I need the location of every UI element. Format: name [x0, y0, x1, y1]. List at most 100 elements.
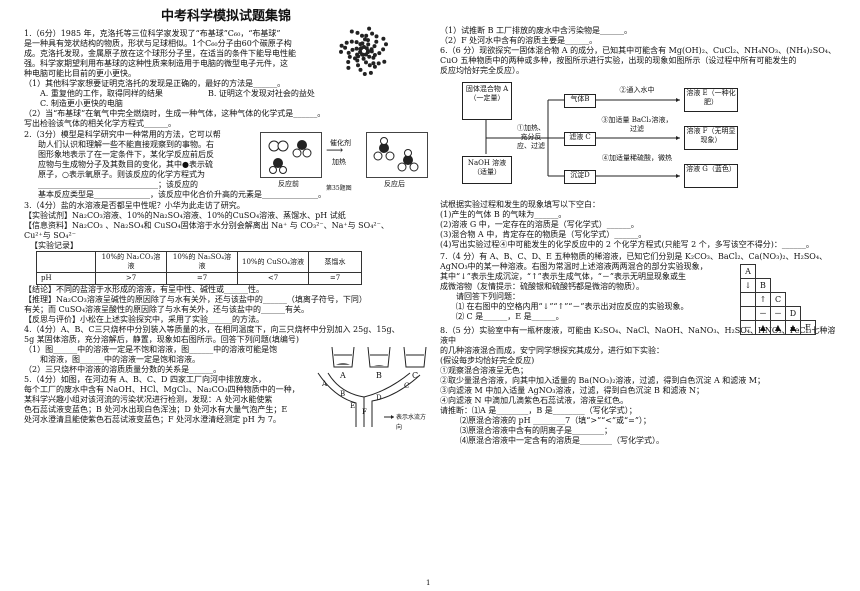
beaker-label: C [412, 371, 419, 380]
q7-stem: AgNO₃中的某一种溶液。右图为常温时上述溶液两两混合的部分实验现象， [440, 262, 708, 271]
carbon-atom-dot [359, 46, 364, 51]
catalyst-label: 催化剂 [330, 139, 351, 147]
q1-sub2: （2）当“布基球”在氧气中完全燃烧时，生成一种气体，这种气体的化学式是_____… [24, 109, 326, 118]
product-molecules-icon [373, 137, 419, 172]
q1-stem: 是一种具有笼状结构的物质，形状与足球相似。1个C₆₀分子由60个碳原子构 [24, 39, 292, 48]
carbon-atom-dot [355, 30, 360, 35]
carbon-atom-dot [344, 40, 349, 45]
grid-cell [786, 293, 801, 307]
grid-cell: D [785, 306, 801, 321]
table-header: 10%的 Na₂CO₃溶液 [95, 251, 167, 273]
q4-stem: 5g 某固体溶质，充分溶解后，静置，现象如右图所示。回答下列问题(填编号) [24, 335, 299, 344]
carbon-atom-dot [356, 63, 360, 68]
step-2-label: ②通入水中 [619, 86, 655, 94]
buckyball-image [339, 26, 388, 76]
q1-stem: 成。克洛托发现，金属原子放在这个球形分子里，在适当的条件下能导电性能 [24, 49, 296, 58]
grid-cell: ▲ [755, 320, 771, 335]
carbon-atom-dot [362, 72, 367, 76]
carbon-atom-dot [377, 51, 382, 56]
step-3-label: ③加适量 BaCl₂溶液，过滤 [601, 116, 673, 133]
q4-sub1: （1）图______中的溶液一定是不饱和溶液，图______中的溶液可能是饱 [24, 345, 278, 354]
box-solid-a: 固体混合物 A（一定量） [462, 82, 512, 120]
grid-cell: E [800, 320, 816, 335]
before-label: 反应前 [278, 180, 299, 188]
table-cell: pH [36, 272, 96, 285]
grid-cell [801, 279, 816, 293]
grid-cell [801, 307, 816, 321]
q2-stem: 2.（3分）模型是科学研究中一种常用的方法，它可以帮 [24, 130, 221, 139]
figure-caption: 第35题图 [326, 185, 352, 192]
carbon-atom-dot [366, 42, 371, 47]
map-label-e: E [350, 402, 356, 410]
carbon-atom-dot [384, 42, 388, 47]
flowchart-lines [485, 98, 680, 178]
grid-cell [771, 279, 786, 293]
grid-row: －－D [740, 306, 816, 321]
carbon-atom-dot [343, 45, 348, 50]
q5-stem: 每个工厂的废水中含有 NaOH、HCl、MgCl₂、Na₂CO₃四种物质中的一种… [24, 385, 300, 394]
map-label-d: D [376, 394, 382, 402]
question-2: 2.（3分）模型是科学研究中一种常用的方法，它可以帮 助人们认识和理解一些不能直… [24, 130, 428, 200]
step-1-label: ①加热、充分反应、过滤 [517, 124, 545, 150]
question-3: 3.（4分）盐的水溶液是否都呈中性呢？小华为此走访了研究。 【实验试剂】Na₂C… [24, 201, 428, 325]
carbon-atom-dot [349, 39, 354, 44]
q2-stem: 原子，○表示氧原子。则该反应的化学方程式为 [38, 170, 205, 179]
q5-stem: 处河水澄清且能使紫色石蕊试液变蓝色；F 处河水澄清经测定 pH 为 7。 [24, 415, 281, 424]
carbon-atom-dot [363, 37, 367, 42]
grid-cell: ▲ [785, 320, 801, 335]
grid-row: ↓B [740, 278, 816, 293]
q8-stem: 的几种溶液混合而成，安宁同学想探究其成分，进行如下实验： [440, 346, 664, 355]
q1-option-a: A. 重复他的工作，取得同样的结果 [40, 89, 163, 98]
carbon-atom-dot [360, 41, 365, 46]
q3-reagents: 【实验试剂】Na₂CO₃溶液、10%的Na₂SO₄溶液、10%的CuSO₄溶液、… [24, 211, 346, 220]
carbon-atom-dot [346, 60, 351, 64]
q2-stem: 助人们认识和理解一些不能直接观察到的事物。右 [38, 140, 214, 149]
box-solution-e: 溶液 E（一种化肥） [684, 88, 738, 112]
q2-stem: 图形象地表示了在一定条件下，某化学反应前后反 [38, 150, 214, 159]
q2-stem: 应物与生成物分子及其数目的变化，其中●表示硫 [38, 160, 213, 169]
q6-stem: 6.（6 分）现欲探究一固体混合物 A 的成分，已知其中可能含有 Mg(OH)₂… [440, 46, 836, 55]
carbon-atom-dot [346, 65, 351, 70]
beaker-icon [403, 346, 427, 368]
grid-cell [740, 292, 756, 307]
q6-sub1: (1)产生的气体 B 的气味为______。 [440, 210, 567, 219]
carbon-atom-dot [374, 34, 379, 39]
carbon-atom-dot [355, 52, 360, 57]
q6-sub4: (4)写出实验过程④中可能发生的化学反应中的 2 个化学方程式(只能写 2 个，… [440, 240, 814, 249]
q3-stem: 3.（4分）盐的水溶液是否都呈中性呢？小华为此走访了研究。 [24, 201, 245, 210]
grid-cell: ↑ [755, 292, 771, 307]
step-4-label: ④加适量稀硫酸，微热 [602, 154, 672, 162]
grid-row: A [740, 264, 816, 279]
grid-cell: ▲ [770, 320, 786, 335]
q3-conclusion: 【结论】不同的盐溶于水形成的溶液，有呈中性、碱性或______性。 [24, 285, 264, 294]
beakers-figure: A B C [330, 345, 430, 381]
carbon-atom-dot [360, 33, 364, 38]
table-cell: <7 [237, 272, 309, 285]
carbon-atom-dot [365, 50, 370, 55]
q6-ask: 试根据实验过程和发生的现象填写以下空白： [440, 200, 600, 209]
river-map: A B C D E F 表示水流方向 [314, 371, 430, 431]
q1-stem: 种电脑可能比目前的更小更快。 [24, 69, 136, 78]
q6-stem: 反应均恰好完全反应）。 [440, 66, 524, 75]
question-1: 1.（6分）1985 年，克洛托等三位科学家发现了“布基球”C₆₀，“布基球” … [24, 26, 428, 129]
q7-sub1: ⑴ 在右图中的空格内用“↓”“↑”“－”表示出对应反应的实验现象。 [456, 302, 689, 311]
box-solution-f: 溶液 F（无明显现象） [684, 126, 738, 150]
q7-stem: 7.（4 分）有 A、B、C、D、E 五种物质的稀溶液，已知它们分别是 K₂CO… [440, 252, 828, 261]
table-cell: >7 [95, 272, 167, 285]
grid-cell: B [755, 278, 771, 293]
map-label-a: A [322, 380, 328, 388]
grid-cell: A [740, 264, 756, 279]
grid-row: ↑C [740, 292, 816, 307]
q3-record-label: 【实验记录】 [30, 241, 78, 250]
q5-stem: 某科学兴趣小组对该河流的污染状况进行检测，发现：A 处河水能使紫 [24, 395, 273, 404]
carbon-atom-dot [354, 46, 359, 51]
q8-step: ③向滤液 M 中加入适量 AgNO₃溶液，过滤，得到白色沉淀 B 和滤液 N； [440, 386, 704, 395]
page-title: 中考科学模拟试题集锦 [160, 9, 291, 24]
carbon-atom-dot [367, 54, 372, 59]
carbon-atom-dot [381, 36, 386, 41]
map-label-c: C [404, 382, 410, 390]
grid-cell [801, 265, 816, 279]
grid-cell: － [740, 320, 756, 335]
carbon-atom-dot [374, 39, 379, 44]
question-5: 5.（4分）如图，在河边有 A、B、C、D 四家工厂向河中排放废水， 每个工厂的… [24, 372, 428, 431]
